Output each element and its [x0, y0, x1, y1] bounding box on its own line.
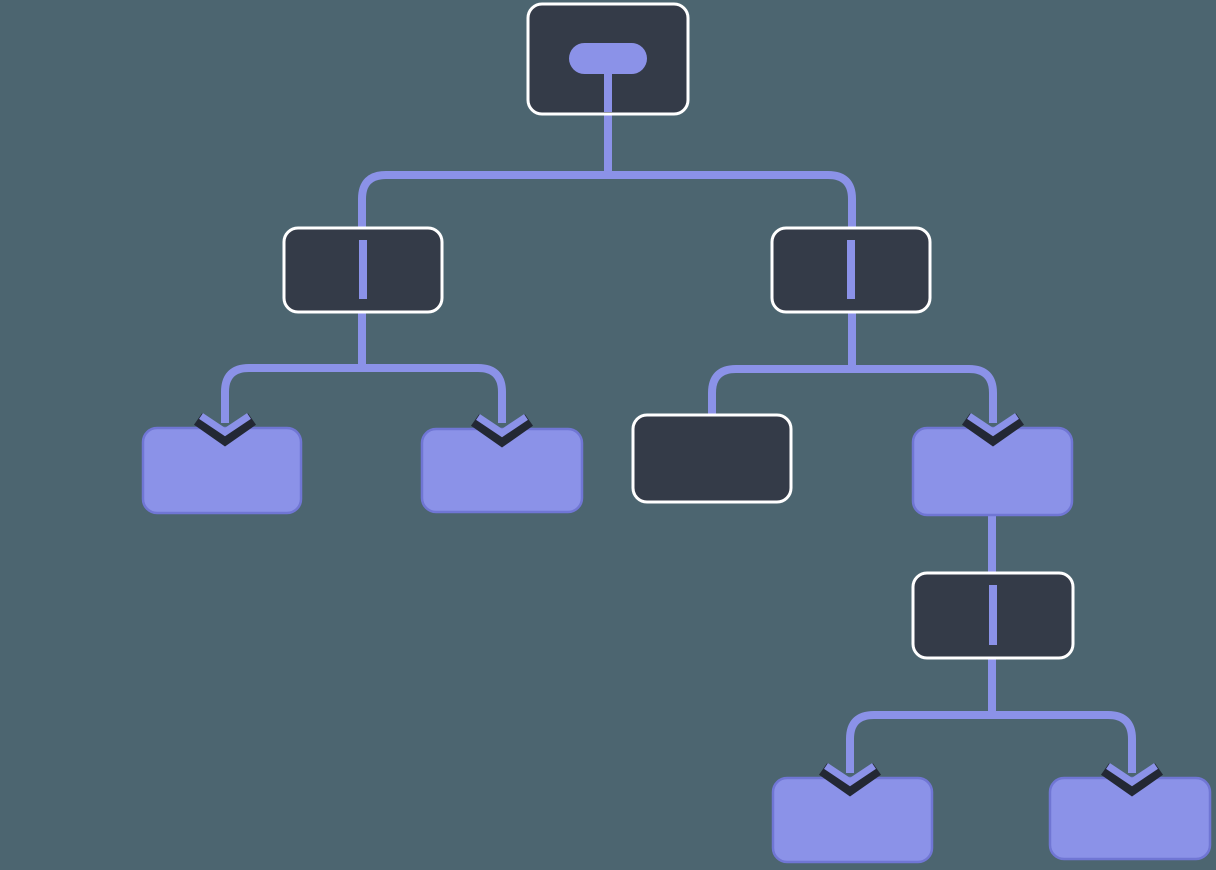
edge-level1-bracket	[358, 171, 856, 229]
arrowhead-leaf-1	[193, 413, 257, 447]
pill-icon	[569, 43, 647, 74]
chevron-purple-icon	[967, 413, 1019, 437]
vertical-line-icon	[989, 585, 997, 645]
arrowhead-leaf-5	[1100, 763, 1164, 797]
branch-node-bottom[interactable]	[911, 571, 1075, 660]
chevron-purple-icon	[476, 414, 528, 438]
chevron-dark-icon	[470, 414, 534, 448]
edge-left-bracket	[221, 364, 506, 423]
arrowhead-leaf-3	[961, 413, 1025, 447]
vertical-line-icon	[847, 240, 855, 299]
vertical-line-icon	[359, 240, 367, 299]
branch-node-left[interactable]	[282, 226, 444, 314]
arrowhead-leaf-4	[818, 763, 882, 797]
chevron-purple-icon	[1106, 763, 1158, 787]
edge-bottom-bracket	[846, 711, 1136, 773]
chevron-purple-icon	[824, 763, 876, 787]
dark-plain-node[interactable]	[631, 413, 793, 504]
chevron-purple-icon	[199, 413, 251, 437]
edge-right-bracket	[708, 365, 997, 423]
dark-plain-node-box	[631, 413, 793, 504]
branch-node-right[interactable]	[770, 226, 932, 314]
arrowhead-leaf-2	[470, 414, 534, 448]
root-node[interactable]	[526, 2, 690, 116]
pill-stem-icon	[604, 70, 612, 112]
chevron-dark-icon	[193, 413, 257, 447]
chevron-dark-icon	[1100, 763, 1164, 797]
chevron-dark-icon	[818, 763, 882, 797]
chevron-dark-icon	[961, 413, 1025, 447]
